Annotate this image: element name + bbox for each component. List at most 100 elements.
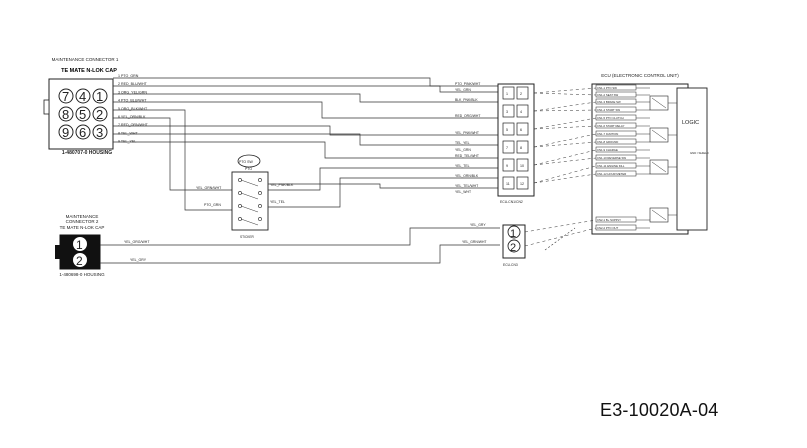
connector1-cavity-number: 4 (79, 89, 86, 104)
wire-label-ecu-side: TEL_YEL (455, 141, 470, 145)
ecu-input-row-label: CN1-4 START SW (597, 108, 620, 112)
wire-label-ecu-side: YEL_PNK/WHT (455, 131, 479, 135)
connector1-cavity (92, 106, 108, 122)
ecu-logic-block (676, 87, 708, 231)
connector1-cavity (75, 106, 91, 122)
wire-label-ecu-side: YEL_WHT (455, 190, 471, 194)
main-connector-pin (502, 86, 515, 100)
connector1-caption: MAINTENANCE CONNECTOR 1 (51, 57, 119, 62)
main-connector-pin (516, 104, 529, 118)
harness-dashed-run (533, 141, 597, 148)
ecu-relay-coil (651, 161, 667, 173)
wire-label-ecu-side: YEL_GRN (455, 148, 471, 152)
ecu-input-row-label: CN1-6 START RELAY (597, 124, 625, 128)
ecu-input-row (595, 98, 637, 105)
ecu-input-row-label: CN1-7 IGNITION (597, 132, 618, 136)
connector2-caption: MAINTENANCE CONNECTOR 2 (65, 214, 99, 224)
connector1-cavity (58, 88, 74, 104)
small-connector-pin-number: 1 (510, 228, 516, 240)
wire-label-connector2: YEL_GRY (130, 258, 147, 262)
ecu-input-row (595, 146, 637, 153)
connector1-cavity-number: 5 (79, 107, 86, 122)
harness-dashed-run (533, 157, 597, 166)
wire-label-connector1: 5 ORG_BLK/WHT (118, 107, 148, 111)
ecu-input-row (595, 162, 637, 169)
wire-tel-wht (113, 133, 500, 146)
connector2-cavity-number: 1 (76, 238, 83, 252)
harness-dashed-run (533, 173, 597, 184)
main-connector-pin-number: 5 (506, 128, 508, 132)
ecu-input-row (595, 91, 637, 98)
connector1-cavity-number: 8 (62, 107, 69, 122)
wire-yel-orn (113, 117, 232, 191)
pto-switch-title: PTO SW (239, 160, 253, 164)
ecu-input-row (595, 154, 637, 161)
connector1-cavity (58, 124, 74, 140)
harness-dashed-run (533, 149, 597, 166)
wire-label-connector1: 7 RED_ORN/WHT (118, 123, 149, 127)
connector1-cavity-number: 2 (96, 107, 103, 122)
wire-conn2-1 (100, 227, 500, 246)
ecu-input-row (595, 216, 637, 223)
ecu-input-row (595, 114, 637, 121)
main-connector-pin (516, 122, 529, 136)
wire-red-orn (113, 125, 500, 136)
ecu-input-row (595, 138, 637, 145)
wire-label-ecu-side: BLK_PNK/BLK (455, 98, 478, 102)
connector1-cavity-number: 9 (62, 125, 69, 140)
connector1-cavity-number: 6 (79, 125, 86, 140)
wire-label-ecu-side: RED_ORG/WHT (455, 114, 480, 118)
harness-dashed-run (533, 165, 597, 184)
ecu-input-row-label: CN1-5 PTO CLUTCH (597, 116, 624, 120)
harness-dashed-run (533, 87, 597, 94)
harness-dashed-run (533, 101, 597, 112)
ecu-ground-note: GND / SHIELD (690, 151, 709, 155)
pto-switch-terminal (258, 191, 262, 195)
wire-label-switch-out: YEL_PNK/BLK (270, 183, 294, 187)
harness-dashed-run (533, 133, 597, 148)
connector1-housing: 1-480707-0 HOUSING (61, 150, 113, 156)
wire-label-connector2: YEL_ORG/WHT (124, 240, 150, 244)
pto-switch-contact (240, 179, 259, 187)
small-connector-pin (507, 239, 521, 253)
pto-switch-contact (240, 192, 259, 200)
wire-org-yel (113, 93, 500, 103)
ecu-relay-coil (651, 97, 667, 109)
connector1-latch (43, 99, 50, 115)
pto-switch-contact (240, 218, 259, 226)
main-connector-pin-number: 2 (520, 92, 522, 96)
main-connector-pin-number: 7 (506, 146, 508, 150)
wire-tel-yel (113, 141, 500, 159)
harness-dashed-run (533, 117, 597, 130)
connector2-cavity (73, 253, 87, 267)
main-connector-pin-number: 4 (520, 110, 522, 114)
connector1-cavity-number: 1 (96, 89, 103, 104)
connector2-cavity (73, 237, 87, 251)
connector1-title: TE MATE N-LOK CAP (61, 68, 117, 74)
connector1-cavity (75, 88, 91, 104)
wire-label-switch-in: PTO_GRN (204, 203, 221, 207)
ecu-input-row-label: CN1-1 PTO SW (597, 86, 617, 90)
connector1-cavity (58, 106, 74, 122)
main-connector-pin-number: 11 (506, 182, 510, 186)
wire-label-small-side: YEL_GRY (470, 223, 486, 227)
ecu-input-row (595, 224, 637, 231)
ecu-input-row (595, 106, 637, 113)
main-connector-pin-number: 3 (506, 110, 508, 114)
ecu-input-row-label: CN1-12 HOUR METER (597, 172, 626, 176)
main-connector-pin (502, 158, 515, 172)
small-connector-pin-number: 2 (510, 242, 516, 254)
connector1-cavity (92, 124, 108, 140)
main-connector-pin (502, 122, 515, 136)
connector1-cavity (75, 124, 91, 140)
pto-switch-terminal (258, 217, 262, 221)
wire-pto-grn (113, 77, 500, 87)
main-connector-pin-number: 8 (520, 146, 522, 150)
wire-red-blu (113, 85, 500, 93)
wire-label-connector1: 2 RED_BLU/WHT (118, 82, 148, 86)
main-connector-pin (502, 176, 515, 190)
pto-switch-contact (240, 205, 259, 213)
wire-conn2-2 (100, 244, 500, 264)
wire-label-connector1: 1 PTO_GRN (118, 74, 139, 78)
